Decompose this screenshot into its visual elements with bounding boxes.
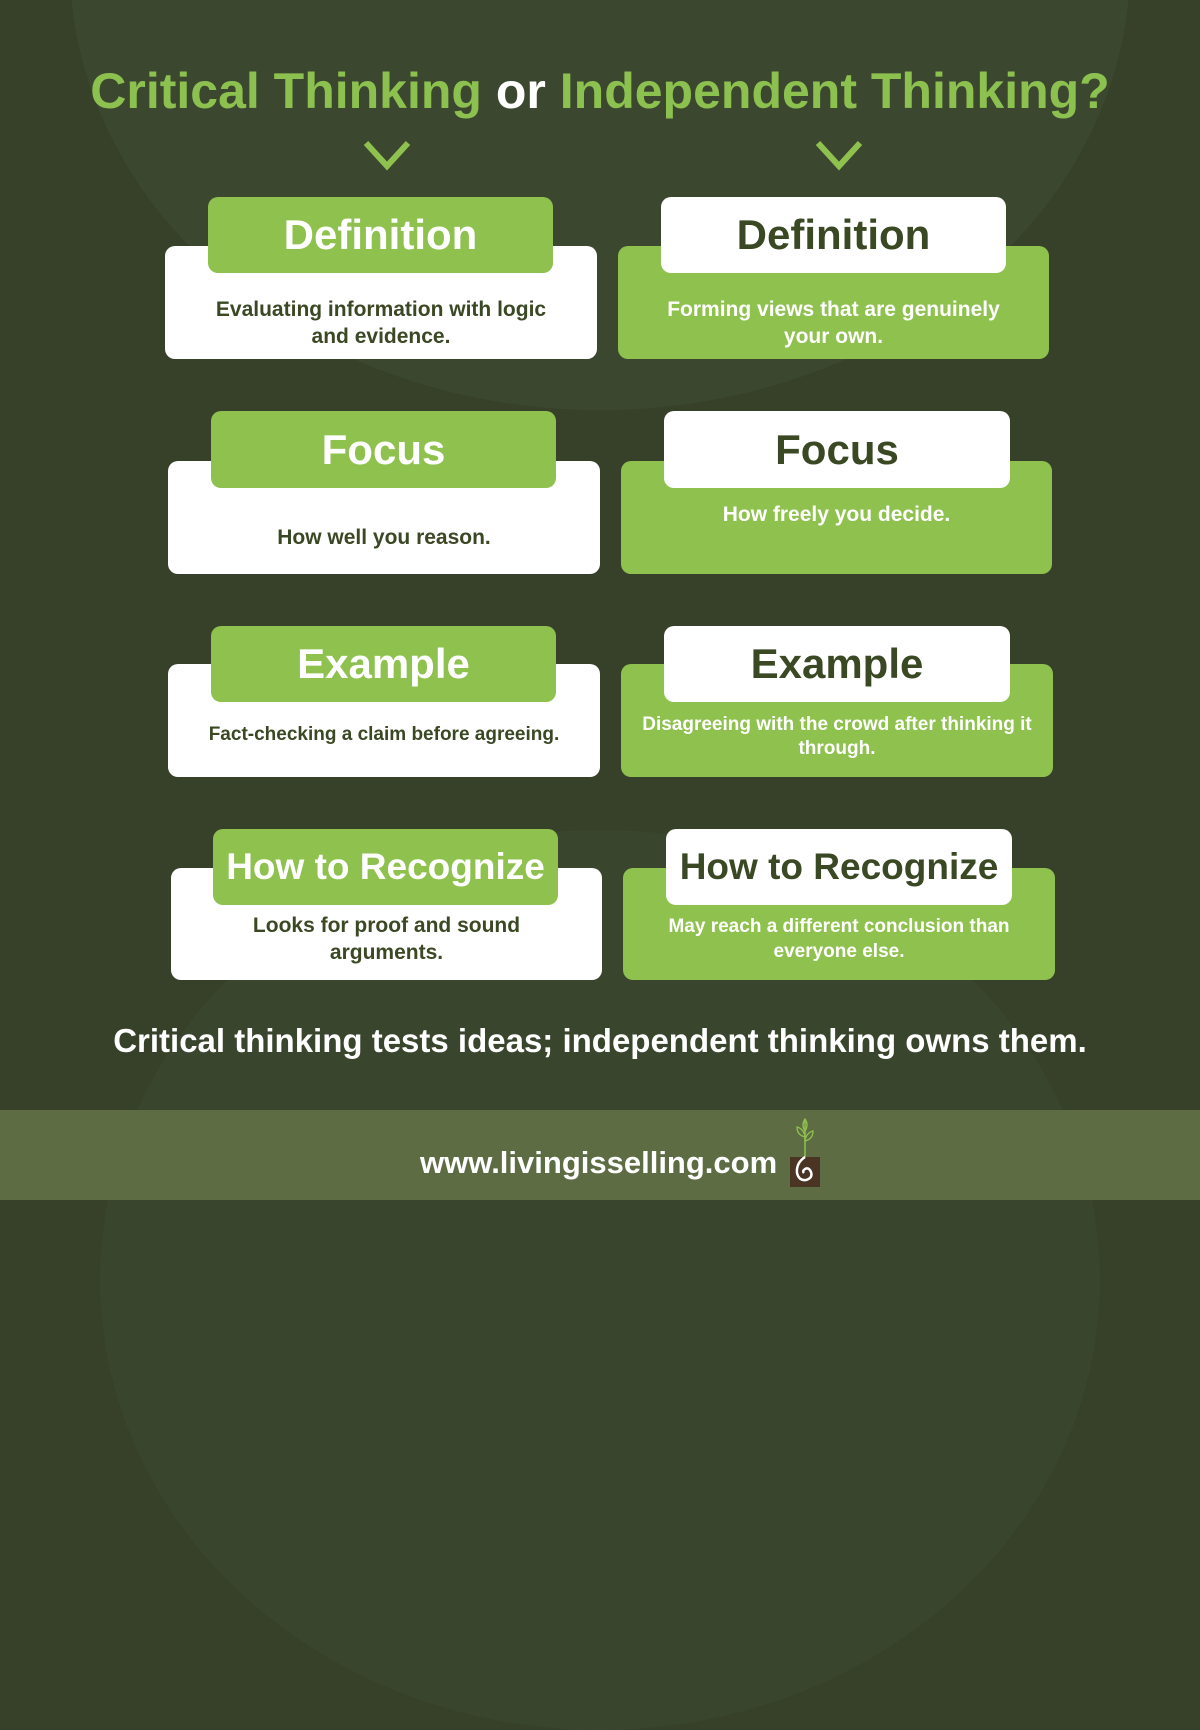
page-title: Critical Thinking or Independent Thinkin… [90, 63, 1110, 119]
right-focus-heading: Focus [664, 411, 1010, 488]
left-focus-heading: Focus [211, 411, 556, 488]
website-link[interactable]: www.livingisselling.com [420, 1145, 778, 1180]
right-definition-heading: Definition [661, 197, 1006, 273]
left-definition-heading: Definition [208, 197, 553, 273]
footer [0, 1110, 1200, 1200]
right-recognize-heading: How to Recognize [666, 829, 1012, 905]
chevron-down-icon [815, 140, 863, 171]
chevron-down-icon [363, 140, 411, 171]
tagline: Critical thinking tests ideas; independe… [113, 1022, 1087, 1059]
left-recognize-heading: How to Recognize [213, 829, 558, 905]
right-example-heading: Example [664, 626, 1010, 702]
left-example-heading: Example [211, 626, 556, 702]
sprout-spiral-logo-icon [790, 1117, 820, 1187]
